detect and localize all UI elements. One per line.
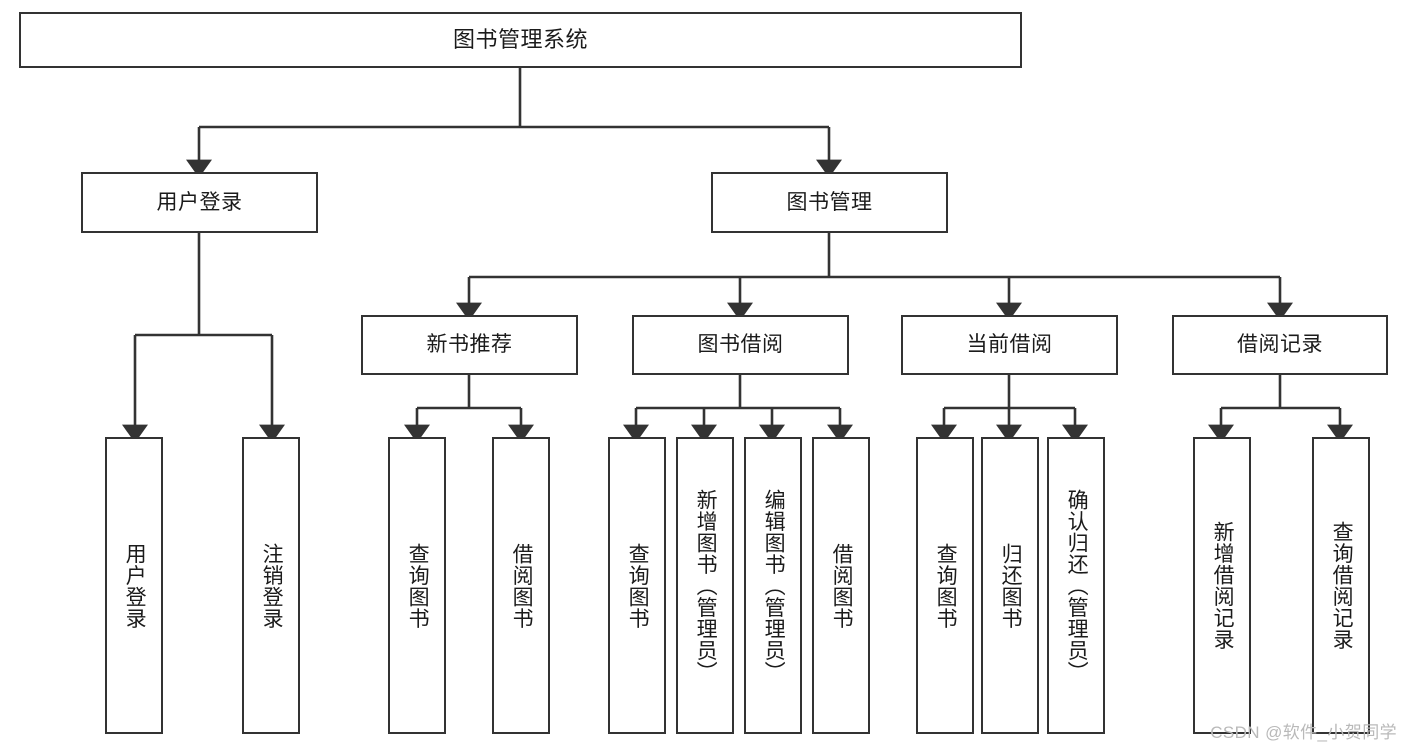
leaf-current-query-book[interactable]: 查询图书 (916, 437, 974, 734)
node-book-borrow[interactable]: 图书借阅 (632, 315, 849, 375)
leaf-label: 查询图书 (934, 542, 958, 629)
leaf-label: 借阅图书 (510, 542, 534, 629)
leaf-label: 查询图书 (626, 542, 650, 629)
leaf-label: 查询借阅记录 (1330, 521, 1354, 650)
leaf-record-add-record[interactable]: 新增借阅记录 (1193, 437, 1251, 734)
node-root-system[interactable]: 图书管理系统 (19, 12, 1022, 68)
leaf-user-login-logout[interactable]: 注销登录 (242, 437, 300, 734)
leaf-label: 新增借阅记录 (1211, 521, 1235, 650)
leaf-user-login-login[interactable]: 用户登录 (105, 437, 163, 734)
leaf-label: 新增图书（管理员） (694, 488, 718, 683)
leaf-label: 注销登录 (260, 542, 284, 629)
leaf-label: 编辑图书（管理员） (762, 488, 786, 683)
leaf-recommend-query-book[interactable]: 查询图书 (388, 437, 446, 734)
leaf-label: 归还图书 (999, 542, 1023, 629)
node-book-management[interactable]: 图书管理 (711, 172, 948, 233)
node-current-borrow[interactable]: 当前借阅 (901, 315, 1118, 375)
watermark: CSDN @软件_小贺同学 (1210, 723, 1397, 742)
leaf-current-confirm-return[interactable]: 确认归还（管理员） (1047, 437, 1105, 734)
leaf-label: 查询图书 (406, 542, 430, 629)
leaf-current-return-book[interactable]: 归还图书 (981, 437, 1039, 734)
leaf-record-query-record[interactable]: 查询借阅记录 (1312, 437, 1370, 734)
leaf-borrow-add-book[interactable]: 新增图书（管理员） (676, 437, 734, 734)
leaf-recommend-borrow-book[interactable]: 借阅图书 (492, 437, 550, 734)
leaf-label: 用户登录 (123, 542, 147, 629)
leaf-borrow-edit-book[interactable]: 编辑图书（管理员） (744, 437, 802, 734)
leaf-borrow-borrow-book[interactable]: 借阅图书 (812, 437, 870, 734)
node-borrow-record[interactable]: 借阅记录 (1172, 315, 1388, 375)
node-new-book-recommend[interactable]: 新书推荐 (361, 315, 578, 375)
leaf-label: 借阅图书 (830, 542, 854, 629)
leaf-label: 确认归还（管理员） (1065, 488, 1089, 683)
leaf-borrow-query-book[interactable]: 查询图书 (608, 437, 666, 734)
node-user-login[interactable]: 用户登录 (81, 172, 318, 233)
